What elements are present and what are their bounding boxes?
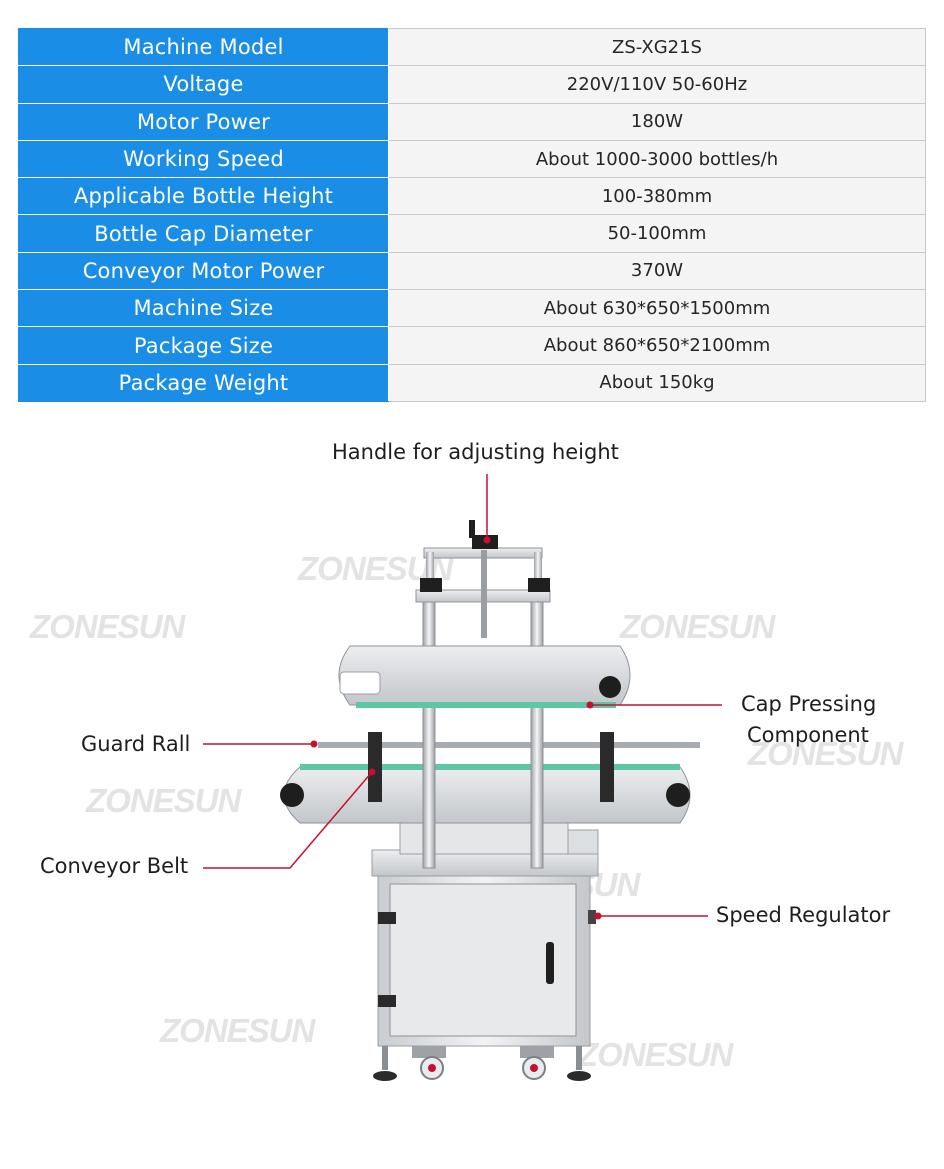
spec-label: Package Weight (18, 363, 389, 402)
capping-machine-illustration (203, 474, 722, 1081)
spec-value: About 860*650*2100mm (388, 326, 926, 365)
spec-value: About 630*650*1500mm (388, 289, 926, 328)
cabinet-handle (546, 942, 554, 984)
callout-cap-pressing-label-line2: Component (747, 723, 869, 747)
callout-guard-rail-label: Guard Rall (81, 732, 191, 756)
callout-handle-label: Handle for adjusting height (332, 440, 619, 464)
watermark: ZONESUN (578, 1036, 733, 1073)
watermark: ZONESUN (620, 608, 775, 645)
callout-speed-regulator-label: Speed Regulator (716, 903, 891, 927)
spec-label: Motor Power (18, 102, 389, 141)
watermark: ZONESUN (86, 782, 241, 819)
spec-value: 220V/110V 50-60Hz (388, 65, 926, 104)
conveyor-belt (280, 732, 700, 824)
cap-pressing-component (338, 645, 631, 708)
spec-value: 50-100mm (388, 214, 926, 253)
spec-value: ZS-XG21S (388, 27, 926, 67)
spec-label: Voltage (18, 65, 389, 104)
watermark: ZONESUN (160, 1012, 315, 1049)
leader-lines (203, 474, 722, 917)
spec-value: About 150kg (388, 363, 926, 402)
casters (373, 1046, 591, 1081)
watermark: ZONESUN (748, 735, 903, 772)
spec-value: About 1000-3000 bottles/h (388, 139, 926, 179)
callout-conveyor-belt-label: Conveyor Belt (40, 854, 189, 878)
cabinet (371, 829, 599, 1047)
height-adjust-frame (415, 520, 551, 638)
spec-value: 180W (388, 102, 926, 141)
spec-label: Conveyor Motor Power (18, 251, 389, 291)
spec-label: Machine Size (18, 289, 389, 328)
speed-regulator-knob (588, 910, 596, 924)
spec-label: Machine Model (18, 27, 389, 67)
spec-label: Package Size (18, 326, 389, 365)
spec-label: Bottle Cap Diameter (18, 214, 389, 253)
spec-label: Working Speed (18, 139, 389, 179)
spec-label: Applicable Bottle Height (18, 177, 389, 216)
leader-dots (310, 536, 602, 920)
spec-value: 100-380mm (388, 177, 926, 216)
watermark: ZONESUN (30, 608, 185, 645)
spec-value: 370W (388, 251, 926, 291)
callout-cap-pressing-label-line1: Cap Pressing (741, 692, 877, 716)
